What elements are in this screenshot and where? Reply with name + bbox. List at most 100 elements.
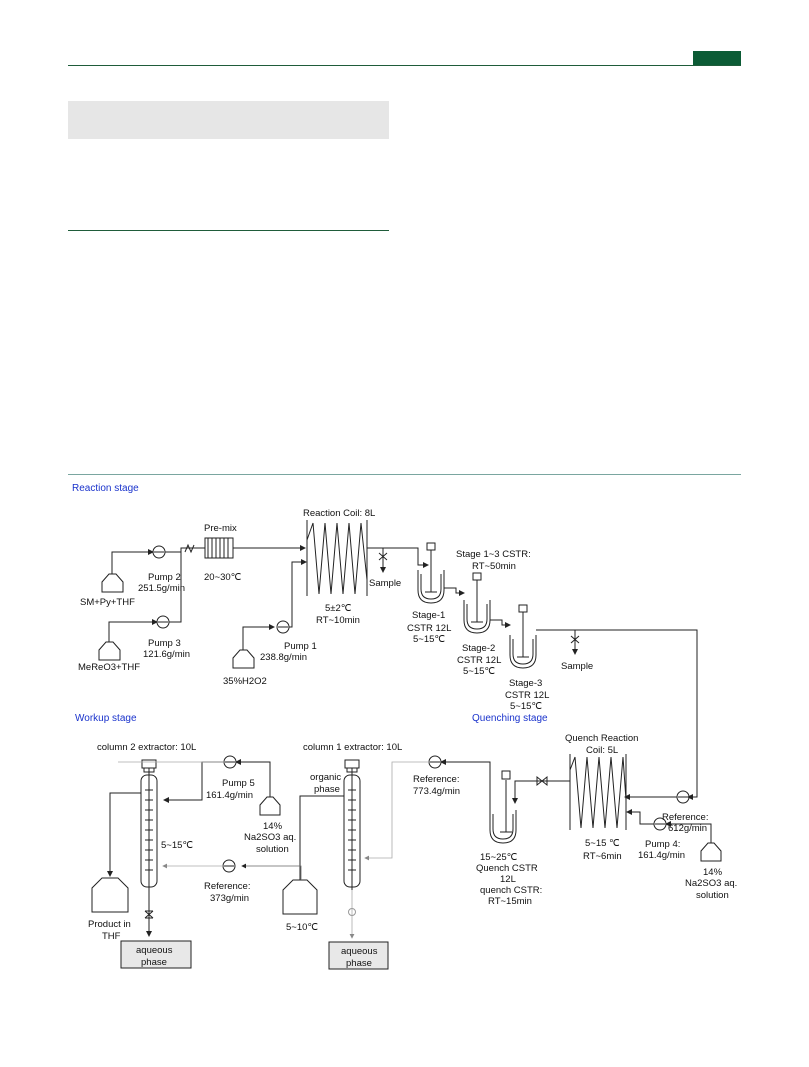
- premix-temp: 20~30℃: [204, 572, 242, 583]
- quenching-stage-title: Quenching stage: [472, 713, 548, 724]
- aqueous-phase-box-1: [328, 941, 389, 970]
- quench-reaction-coil: [569, 754, 627, 830]
- pump-3-rate: 121.6g/min: [143, 649, 190, 660]
- quench-cstr-temp: 15~25℃: [480, 852, 518, 863]
- na2so3-workup-pct: 14%: [263, 821, 283, 832]
- quench-cstr-label: Quench CSTR: [476, 863, 538, 874]
- header-rule: [68, 65, 741, 66]
- pump-1: [276, 620, 290, 634]
- stage-2-label: Stage-2: [462, 643, 495, 654]
- organic-phase-label-2: phase: [314, 784, 340, 795]
- reference-612-rate: 612g/min: [668, 823, 707, 834]
- stage-2-volume: CSTR 12L: [457, 655, 501, 666]
- pump-1-label: Pump 1: [284, 641, 317, 652]
- h2o2-feed-bottle: [232, 649, 255, 669]
- grey-panel: [68, 101, 389, 139]
- column-1-temp: 5~10℃: [286, 922, 318, 933]
- na2so3-workup-solution: solution: [256, 844, 289, 855]
- pump-3-label: Pump 3: [148, 638, 181, 649]
- stage-1-label: Stage-1: [412, 610, 445, 621]
- aqueous-2-label-1: aqueous: [136, 945, 173, 956]
- column-2-title: column 2 extractor: 10L: [97, 742, 196, 753]
- column-1-extractor: [343, 759, 361, 890]
- quench-coil-volume: Coil: 5L: [586, 745, 618, 756]
- premix-label: Pre-mix: [204, 523, 237, 534]
- header-tab: [693, 51, 741, 65]
- mereo-feed-bottle: [98, 641, 121, 661]
- reference-612-label: Reference:: [662, 812, 708, 823]
- h2o2-feed-label: 35%H2O2: [223, 676, 267, 687]
- pump-1-rate: 238.8g/min: [260, 652, 307, 663]
- quench-cstr-caption: quench CSTR:: [480, 885, 542, 896]
- stage-3-label: Stage-3: [509, 678, 542, 689]
- section-rule: [68, 230, 389, 231]
- stage-2-temp: 5~15℃: [463, 666, 495, 677]
- quench-cstr-volume: 12L: [500, 874, 516, 885]
- column-1-drain-valve-icon: [348, 890, 356, 939]
- quench-coil-title: Quench Reaction: [565, 733, 638, 744]
- reference-773-rate: 773.4g/min: [413, 786, 460, 797]
- reference-pump-373: [222, 859, 236, 873]
- sample-2-label: Sample: [561, 661, 593, 672]
- pump-3: [156, 615, 170, 629]
- sample-valve-1-icon: [378, 548, 388, 573]
- stage-3-temp: 5~15℃: [510, 701, 542, 712]
- cstr-stages-title: Stage 1~3 CSTR:: [456, 549, 531, 560]
- na2so3-bottle-quench: [700, 842, 722, 862]
- na2so3-bottle-workup: [259, 796, 281, 816]
- na2so3-quench-name: Na2SO3 aq.: [685, 878, 737, 889]
- aqueous-1-label-1: aqueous: [341, 946, 378, 957]
- product-bottle: [91, 877, 129, 913]
- reference-773-label: Reference:: [413, 774, 459, 785]
- premix-coil: [204, 537, 234, 559]
- stage-3-volume: CSTR 12L: [505, 690, 549, 701]
- reference-373-label: Reference:: [204, 881, 250, 892]
- reference-373-rate: 373g/min: [210, 893, 249, 904]
- stage-1-volume: CSTR 12L: [407, 623, 451, 634]
- reaction-coil-temp: 5±2℃: [325, 603, 352, 614]
- column-2-drain-valve-icon: [144, 888, 154, 937]
- product-label-1: Product in: [88, 919, 131, 930]
- aqueous-phase-box-2: [120, 940, 192, 969]
- aqueous-1-label-2: phase: [346, 958, 372, 969]
- pump-2: [152, 545, 166, 559]
- column-1-title: column 1 extractor: 10L: [303, 742, 402, 753]
- na2so3-quench-pct: 14%: [703, 867, 723, 878]
- pump-2-label: Pump 2: [148, 572, 181, 583]
- quench-valve-icon: [536, 775, 548, 787]
- quench-coil-time: RT~6min: [583, 851, 622, 862]
- product-label-2: THF: [102, 931, 121, 942]
- stage-1-temp: 5~15℃: [413, 634, 445, 645]
- pump-5: [223, 755, 237, 769]
- aqueous-2-label-2: phase: [141, 957, 167, 968]
- quench-coil-temp: 5~15 ℃: [585, 838, 620, 849]
- pump-4-rate: 161.4g/min: [638, 850, 685, 861]
- na2so3-quench-solution: solution: [696, 890, 729, 901]
- mereo-feed-label: MeReO3+THF: [78, 662, 140, 673]
- check-valve-icon: [184, 543, 195, 554]
- column-2-temp: 5~15℃: [161, 840, 193, 851]
- pump-2-rate: 251.5g/min: [138, 583, 185, 594]
- na2so3-workup-name: Na2SO3 aq.: [244, 832, 296, 843]
- pump-4-label: Pump 4:: [645, 839, 680, 850]
- pump-5-rate: 161.4g/min: [206, 790, 253, 801]
- cstr-stage-1: [417, 542, 445, 604]
- cstr-stage-2: [463, 572, 491, 634]
- reaction-coil-title: Reaction Coil: 8L: [303, 508, 375, 519]
- sm-feed-bottle: [101, 573, 124, 593]
- reaction-coil: [306, 520, 368, 596]
- reaction-coil-time: RT~10min: [316, 615, 360, 626]
- reference-pump-612: [676, 790, 690, 804]
- sample-1-label: Sample: [369, 578, 401, 589]
- cstr-stages-time: RT~50min: [472, 561, 516, 572]
- workup-stage-title: Workup stage: [75, 713, 137, 724]
- sample-valve-2-icon: [570, 630, 580, 655]
- column-1-feed-bottle: [282, 879, 318, 915]
- cstr-stage-3: [509, 604, 537, 669]
- pump-5-label: Pump 5: [222, 778, 255, 789]
- figure-rule: [68, 474, 741, 475]
- sm-feed-label: SM+Py+THF: [80, 597, 135, 608]
- pump-4: [653, 817, 667, 831]
- reaction-stage-title: Reaction stage: [72, 483, 139, 494]
